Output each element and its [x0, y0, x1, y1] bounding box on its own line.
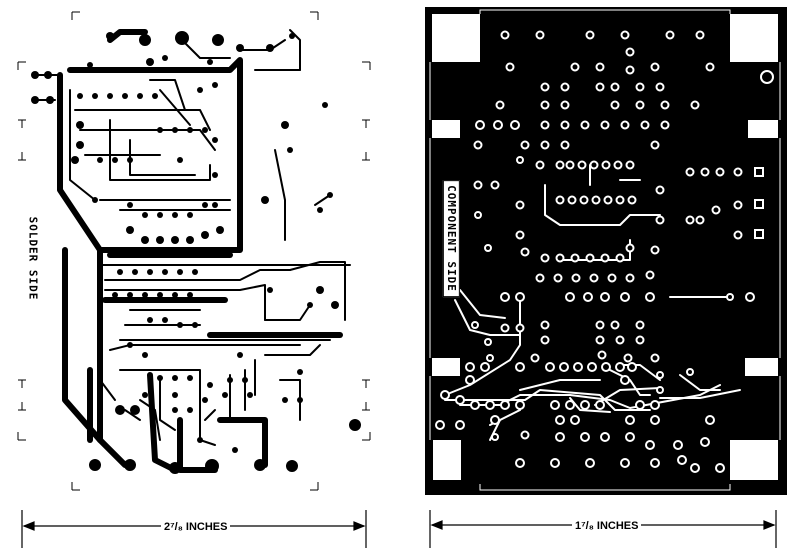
- component-corner-notches: [432, 14, 778, 480]
- component-side-label: COMPONENT SIDE: [442, 180, 460, 297]
- solder-width-dimension: 2⁷/₈ INCHES: [161, 521, 231, 533]
- component-edge-lines: [429, 9, 781, 491]
- solder-dimension-line: [21, 510, 367, 548]
- component-width-dimension: 1⁷/₈ INCHES: [572, 520, 642, 532]
- component-board-fill: [425, 7, 787, 495]
- solder-thin-traces: [34, 29, 351, 446]
- solder-thick-traces: [57, 29, 343, 473]
- component-square-pads: [754, 167, 764, 239]
- component-side-pattern: [425, 7, 787, 495]
- component-pads: [435, 30, 774, 473]
- solder-pads: [31, 31, 361, 474]
- solder-side-label: SOLDER SIDE: [26, 216, 40, 301]
- solder-crop-marks: [17, 11, 371, 491]
- solder-side-pattern: [17, 11, 371, 491]
